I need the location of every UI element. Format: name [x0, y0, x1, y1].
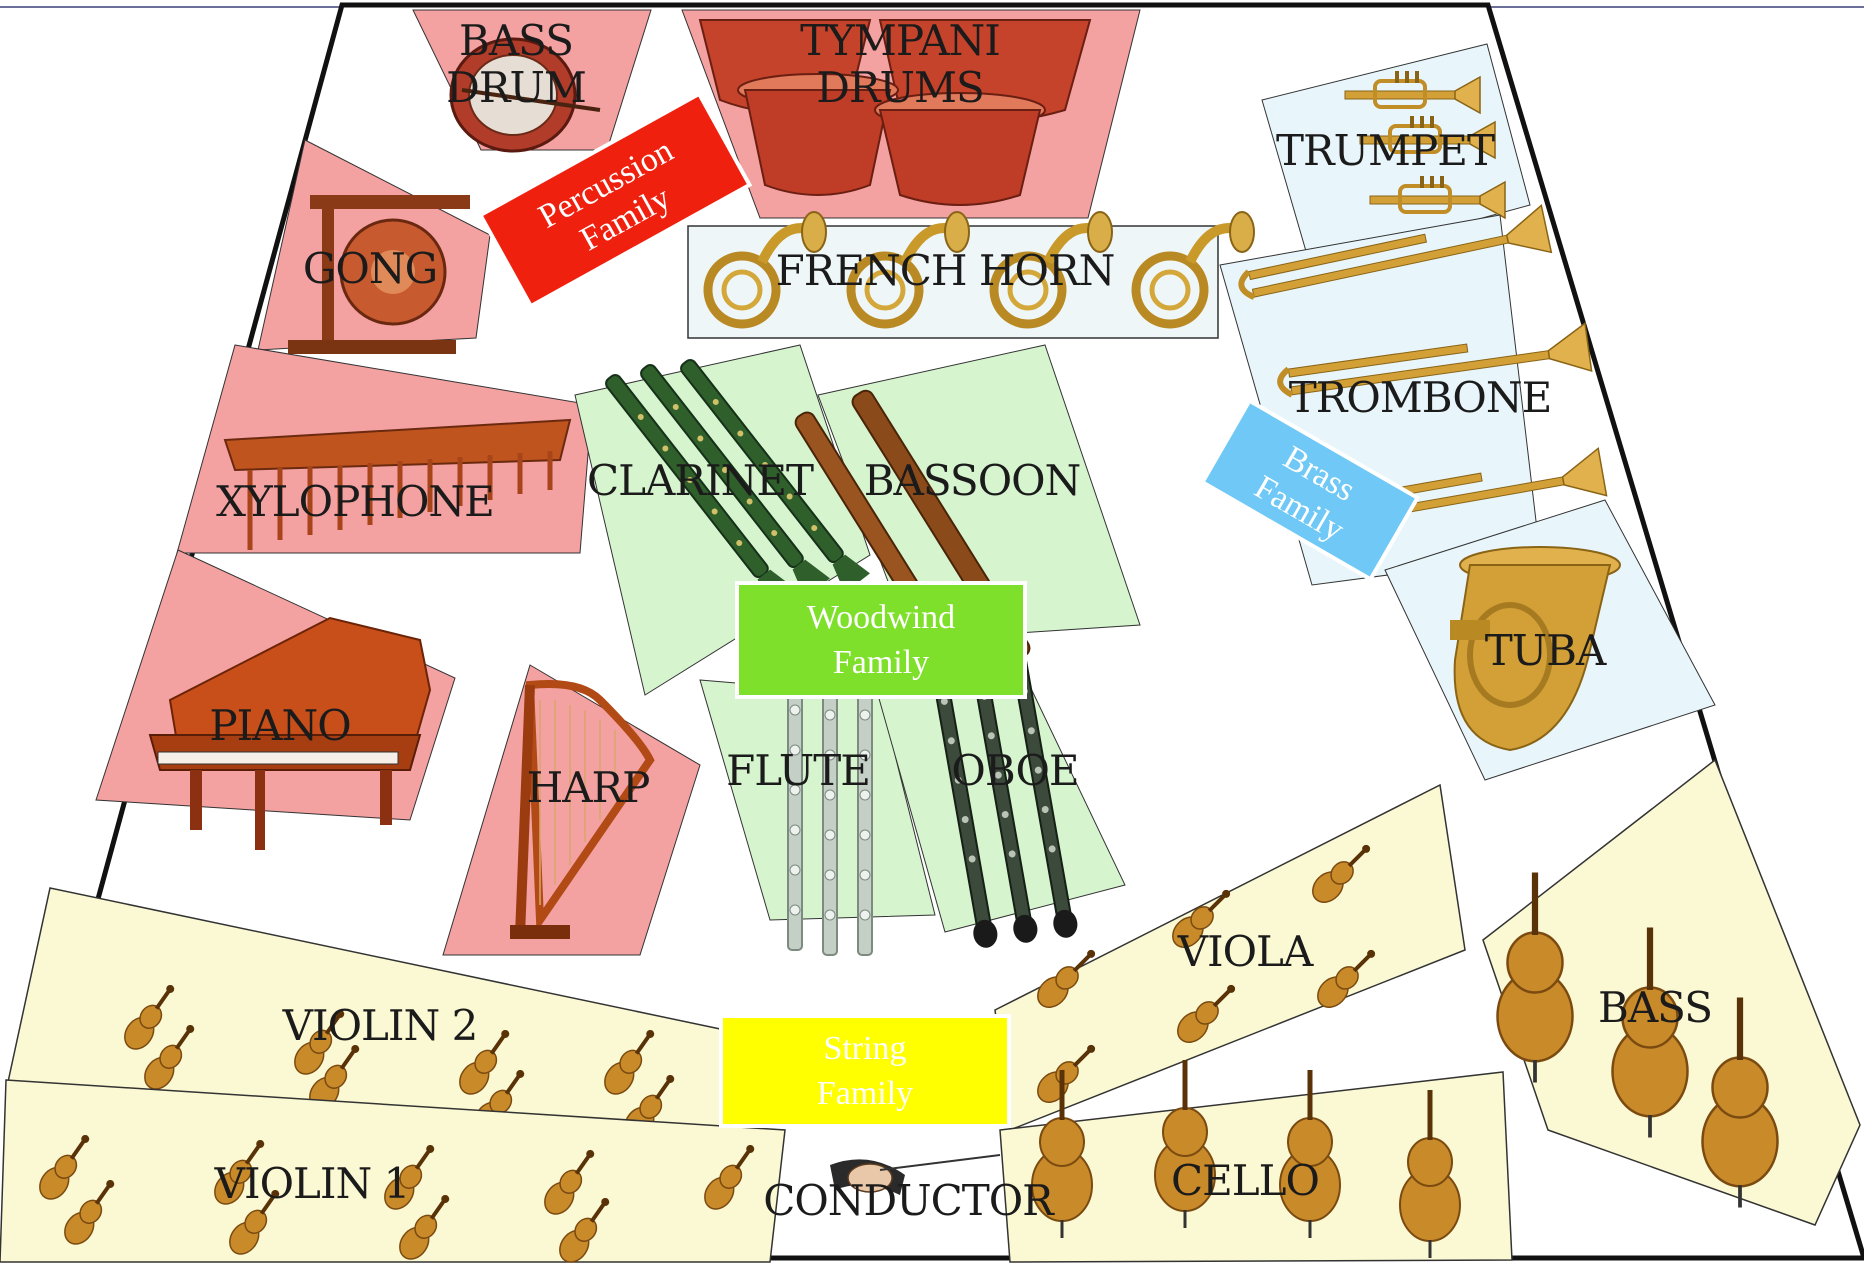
bass-drum-label-2: DRUM [446, 63, 586, 112]
tympani-label: TYMPANI [800, 16, 1000, 65]
piano-label: PIANO [209, 701, 350, 750]
cello-label: CELLO [1171, 1156, 1319, 1205]
woodwind-family-label: Woodwind [807, 599, 955, 636]
bass-drum-label: BASS [459, 16, 573, 65]
tuba-label: TUBA [1485, 626, 1607, 675]
violin2-label: VIOLIN 2 [282, 1001, 478, 1050]
xylophone-label: XYLOPHONE [216, 477, 494, 526]
woodwind-family-label-2: Family [833, 644, 929, 681]
violin1-label: VIOLIN 1 [214, 1159, 410, 1208]
viola-label: VIOLA [1177, 927, 1314, 976]
flute-icon [823, 655, 837, 955]
french-horn-label: FRENCH HORN [776, 246, 1115, 295]
string-family-label-2: Family [817, 1075, 913, 1112]
string-family-label: String [823, 1030, 906, 1067]
conductor-label: CONDUCTOR [763, 1176, 1055, 1225]
trumpet-label: TRUMPET [1276, 126, 1495, 175]
flute-icon [858, 655, 872, 955]
gong-label: GONG [303, 244, 437, 293]
trombone-label: TROMBONE [1289, 373, 1552, 422]
flute-label: FLUTE [726, 746, 870, 795]
bassoon-label: BASSOON [864, 456, 1081, 505]
clarinet-label: CLARINET [587, 456, 814, 505]
tympani-label-2: DRUMS [816, 63, 983, 112]
bass-label: BASS [1598, 983, 1712, 1032]
oboe-label: OBOE [951, 746, 1078, 795]
harp-label: HARP [527, 763, 650, 812]
